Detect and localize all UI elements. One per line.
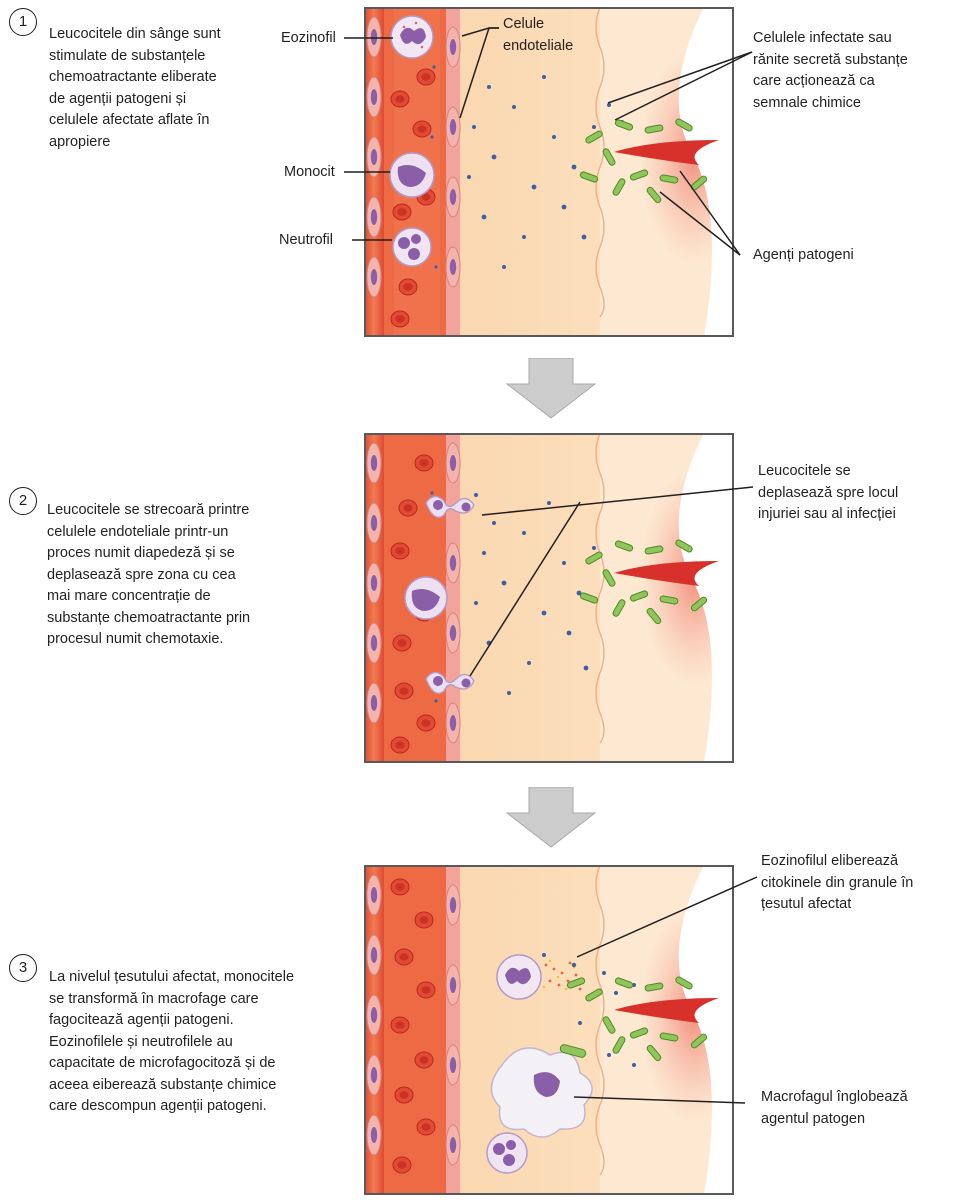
diapedesis-leukocyte-top: [425, 495, 475, 518]
step-number-1: 1: [9, 8, 37, 36]
label-monocyte: Monocit: [284, 164, 335, 180]
eosinophil: [390, 15, 434, 59]
label-chemical-signals: Celulele infectate sau rănite secretă su…: [753, 30, 908, 111]
step-number-3: 3: [9, 954, 37, 982]
step1-description: Leucocitele din sânge sunt stimulate de …: [49, 26, 221, 150]
step2-description: Leucocitele se strecoară printre celulel…: [47, 502, 251, 647]
chemoattractant-dots: [542, 953, 636, 1067]
neutrophil-in-tissue: [486, 1132, 528, 1174]
neutrophil: [392, 227, 432, 267]
label-neutrophil: Neutrofil: [279, 232, 333, 248]
chemoattractant-dots: [430, 65, 624, 269]
label-endothelial-cells: Celule endoteliale: [503, 16, 574, 54]
step-number-2: 2: [9, 487, 37, 515]
step3-description: La nivelul țesutului afectat, monocitele…: [49, 969, 295, 1114]
label-eosinophil: Eozinofil: [281, 30, 336, 46]
monocyte-in-vessel: [404, 576, 448, 620]
label-macrophage: Macrofagul înglobează agentul patogen: [761, 1089, 908, 1127]
down-arrow-2: [505, 787, 597, 848]
monocyte: [389, 152, 435, 198]
panel-step2-illustration: [364, 433, 734, 763]
eosinophil-releasing-cytokines: [496, 954, 582, 1000]
diapedesis-leukocyte-bottom: [425, 671, 475, 694]
macrophage: [490, 1044, 593, 1138]
down-arrow-1: [505, 358, 597, 419]
panel-step3-illustration: [364, 865, 734, 1195]
label-leukocytes-migrate: Leucocitele se deplasează spre locul inj…: [758, 463, 899, 522]
label-eosinophil-cytokines: Eozinofilul eliberează citokinele din gr…: [761, 853, 914, 912]
label-pathogens: Agenți patogeni: [753, 247, 854, 263]
